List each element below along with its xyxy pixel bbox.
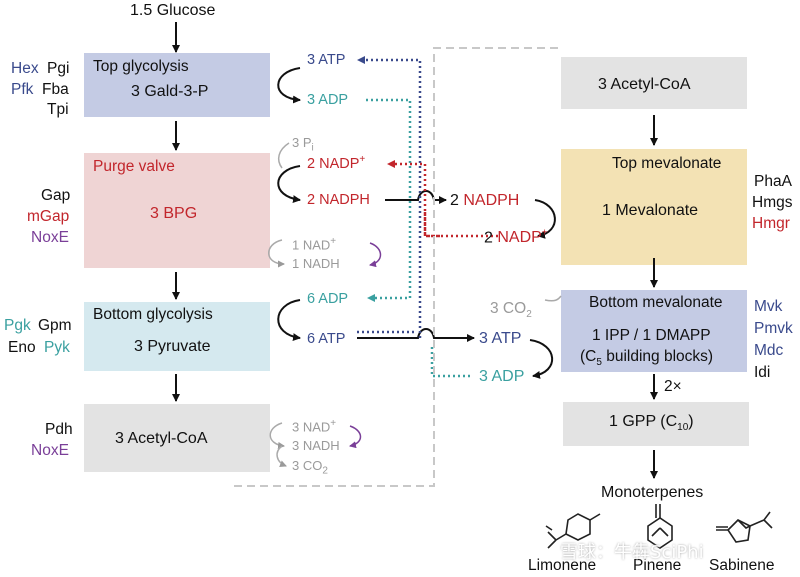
watermark: 雪球：牛犇SciPhi bbox=[560, 542, 704, 563]
monoterpenes-heading: Monoterpenes bbox=[601, 484, 704, 501]
curve-adp-atp-bottom bbox=[277, 299, 301, 342]
purge-valve-product: 3 BPG bbox=[150, 205, 198, 222]
enzyme-eno: Eno bbox=[8, 339, 36, 356]
nadph-out-label: 2 NADPH bbox=[307, 192, 370, 208]
atp-right-label: 3 ATP bbox=[479, 330, 522, 347]
enzyme-pgi: Pgi bbox=[47, 60, 70, 77]
enzyme-hex: Hex bbox=[11, 60, 39, 77]
top-mevalonate-box bbox=[561, 149, 747, 265]
purge-valve-box bbox=[84, 153, 270, 268]
bottom-adp-label: 6 ADP bbox=[307, 291, 349, 307]
nad-in-pdh-label: 3 NAD+ bbox=[292, 418, 337, 435]
dotted-adp-return bbox=[366, 98, 412, 302]
nadp-right-label: 2 NADP+ bbox=[484, 228, 548, 247]
enzyme-mgap: mGap bbox=[27, 208, 70, 225]
curve-atp-adp-right bbox=[529, 339, 554, 379]
bottom-glycolysis-product: 3 Pyruvate bbox=[134, 338, 211, 355]
enzyme-pgk: Pgk bbox=[4, 317, 31, 334]
product-pinene: Pinene bbox=[633, 557, 682, 574]
top-mevalonate-title: Top mevalonate bbox=[612, 155, 722, 172]
nadph-export-arrow bbox=[385, 190, 447, 204]
enzyme-hmgr: Hmgr bbox=[752, 215, 790, 232]
bottom-mevalonate-box bbox=[561, 290, 747, 372]
enzyme-tpi: Tpi bbox=[47, 101, 69, 118]
enzyme-pfk: Pfk bbox=[11, 81, 34, 98]
top-glycolysis-box bbox=[84, 53, 270, 117]
pinene-structure bbox=[647, 504, 673, 549]
top-atp-label: 3 ATP bbox=[307, 52, 346, 68]
nadph-right-label: 2 NADPH bbox=[450, 192, 520, 209]
sabinene-structure bbox=[716, 511, 773, 543]
dotted-nadp-return bbox=[387, 160, 440, 238]
curve-pi-in bbox=[277, 142, 290, 169]
top-glycolysis-title: Top glycolysis bbox=[93, 58, 189, 75]
curve-atp-adp-top bbox=[277, 67, 301, 104]
top-glycolysis-product: 3 Gald-3-P bbox=[131, 83, 209, 100]
product-sabinene: Sabinene bbox=[709, 557, 775, 574]
enzyme-pmvk: Pmvk bbox=[754, 320, 793, 337]
bottom-mevalonate-product-2: (C5 building blocks) bbox=[580, 348, 714, 369]
dashed-acetyl-loop bbox=[234, 47, 560, 487]
enzyme-mdc: Mdc bbox=[754, 342, 784, 359]
curve-nad-nadh-pdh bbox=[269, 422, 285, 449]
bottom-glycolysis-title: Bottom glycolysis bbox=[93, 306, 213, 323]
enzyme-noxe-pdh: NoxE bbox=[31, 442, 69, 459]
enzyme-hmgs: Hmgs bbox=[752, 194, 793, 211]
multiplier-label: 2× bbox=[664, 378, 682, 395]
limonene-structure bbox=[545, 513, 601, 549]
product-limonene: Limonene bbox=[528, 557, 597, 574]
curve-co2-pdh bbox=[276, 445, 287, 468]
gpp-box bbox=[563, 402, 749, 446]
enzyme-phaa: PhaA bbox=[754, 173, 792, 190]
acetyl-coa-right-box bbox=[561, 57, 747, 109]
enzyme-mvk: Mvk bbox=[754, 298, 783, 315]
dotted-adp-right bbox=[430, 345, 470, 378]
pdh-box bbox=[84, 404, 270, 472]
bottom-atp-label: 6 ATP bbox=[307, 331, 346, 347]
gpp-label: 1 GPP (C10) bbox=[609, 413, 694, 434]
top-adp-label: 3 ADP bbox=[307, 92, 349, 108]
curve-nadp-nadph bbox=[277, 165, 301, 204]
curve-nad-purple-pdh bbox=[349, 425, 362, 449]
adp-right-label: 3 ADP bbox=[479, 368, 525, 385]
nadh-out-pdh-label: 3 NADH bbox=[292, 438, 340, 453]
enzyme-noxe-purge: NoxE bbox=[31, 229, 69, 246]
enzyme-gpm: Gpm bbox=[38, 317, 72, 334]
purge-valve-title: Purge valve bbox=[93, 158, 175, 175]
enzyme-fba: Fba bbox=[42, 81, 69, 98]
nadh-out-purge-label: 1 NADH bbox=[292, 256, 340, 271]
co2-right-label: 3 CO2 bbox=[490, 300, 532, 321]
pi-label: 3 Pi bbox=[292, 135, 314, 154]
bottom-mevalonate-product-1: 1 IPP / 1 DMAPP bbox=[592, 327, 711, 344]
atp-export-arrow bbox=[357, 328, 475, 342]
enzyme-idi: Idi bbox=[754, 364, 771, 381]
acetyl-coa-right-label: 3 Acetyl-CoA bbox=[598, 76, 691, 93]
enzyme-pyk: Pyk bbox=[44, 339, 70, 356]
enzyme-pdh: Pdh bbox=[45, 421, 73, 438]
top-mevalonate-product: 1 Mevalonate bbox=[602, 202, 699, 219]
pdh-product: 3 Acetyl-CoA bbox=[115, 430, 208, 447]
bottom-glycolysis-box bbox=[84, 302, 270, 371]
curve-nad-nadh-purge bbox=[268, 239, 285, 268]
bottom-mevalonate-title: Bottom mevalonate bbox=[589, 294, 723, 311]
co2-out-pdh-label: 3 CO2 bbox=[292, 458, 328, 477]
curve-co2-right bbox=[544, 295, 562, 302]
glucose-input: 1.5 Glucose bbox=[130, 2, 216, 19]
curve-nadph-nadp-right bbox=[534, 199, 556, 239]
curve-nad-purple-purge bbox=[369, 242, 382, 268]
nad-in-purge-label: 1 NAD+ bbox=[292, 236, 337, 253]
nadp-in-label: 2 NADP+ bbox=[307, 154, 366, 172]
enzyme-gap: Gap bbox=[41, 187, 71, 204]
